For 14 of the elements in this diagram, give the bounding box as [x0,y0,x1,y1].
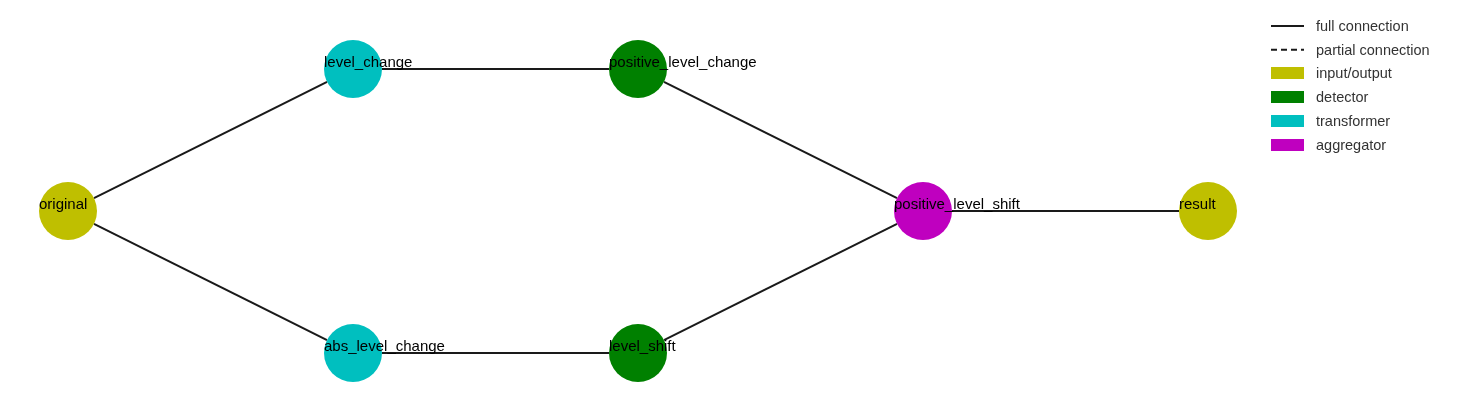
connector-line [662,80,899,200]
legend-label: partial connection [1316,40,1430,59]
legend-label: aggregator [1316,135,1387,154]
legend-label: input/output [1316,64,1392,83]
connector-line [662,222,899,342]
node-label: result [1179,195,1216,213]
node-label: original [39,195,88,213]
connector-line [92,80,329,200]
legend-label: transformer [1316,111,1391,130]
connector-line [381,68,610,70]
connector-line [381,352,610,354]
legend-label: full connection [1316,17,1409,35]
legend-label: detector [1316,88,1369,107]
connector-line [92,222,329,342]
